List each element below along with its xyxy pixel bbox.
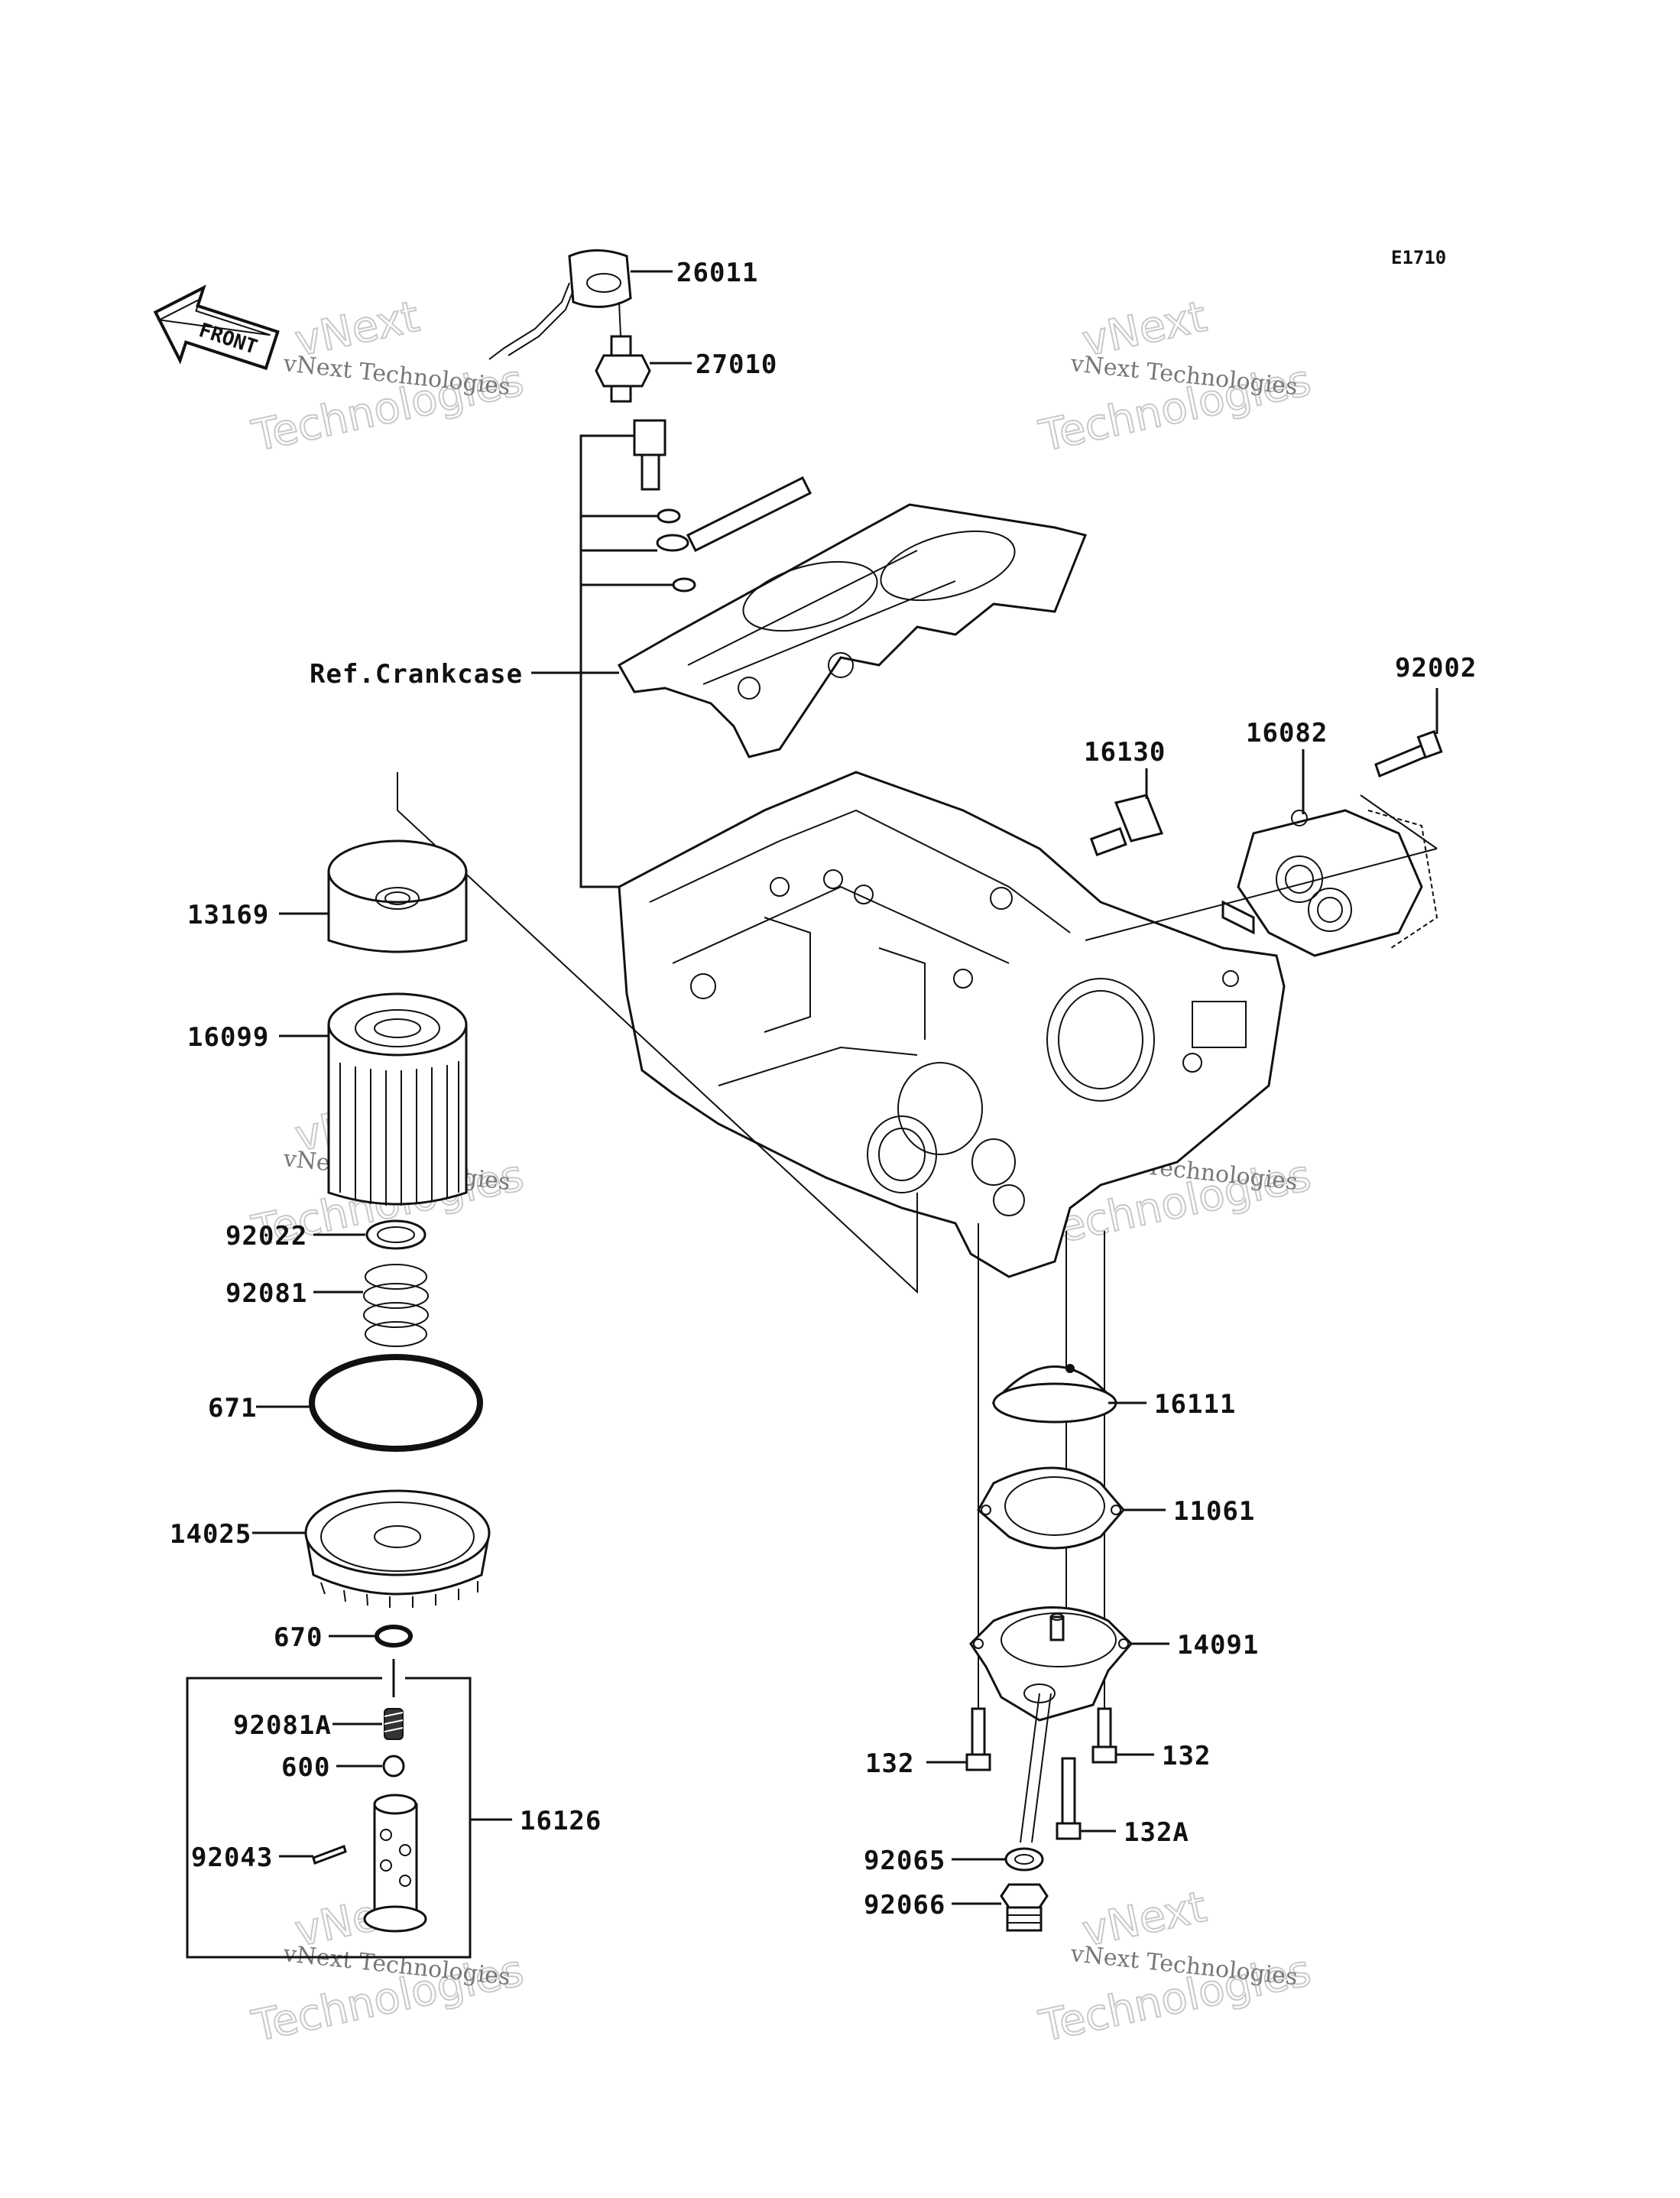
part-27010-pressure-switch bbox=[595, 301, 651, 403]
part-92043-pin bbox=[312, 1845, 347, 1865]
label-27010: 27010 bbox=[696, 349, 777, 380]
lower-crankcase bbox=[618, 771, 1286, 1278]
diagram-code: E1710 bbox=[1391, 247, 1446, 268]
part-670-o-ring bbox=[375, 1625, 413, 1648]
part-relief-valve-body bbox=[363, 1794, 427, 1933]
label-92002: 92002 bbox=[1395, 653, 1477, 683]
filter-axis-line bbox=[397, 772, 918, 1294]
label-92043: 92043 bbox=[191, 1842, 273, 1873]
part-132A-bolt bbox=[1056, 1757, 1082, 1840]
part-92066-drain-plug bbox=[1000, 1883, 1049, 1932]
label-16082: 16082 bbox=[1246, 718, 1328, 748]
label-132-left: 132 bbox=[865, 1748, 914, 1779]
label-92081: 92081 bbox=[225, 1278, 307, 1309]
label-92022: 92022 bbox=[225, 1221, 307, 1252]
label-92065: 92065 bbox=[864, 1846, 945, 1876]
label-670: 670 bbox=[274, 1622, 323, 1653]
part-11061-gasket bbox=[977, 1466, 1125, 1550]
part-92065-washer bbox=[1004, 1847, 1044, 1872]
label-92081A: 92081A bbox=[233, 1710, 332, 1741]
label-92066: 92066 bbox=[864, 1890, 945, 1920]
label-16126: 16126 bbox=[520, 1806, 602, 1836]
front-arrow-icon: FRONT bbox=[153, 284, 280, 371]
part-14091-cover bbox=[969, 1606, 1134, 1722]
oil-pipe-fittings bbox=[633, 419, 812, 593]
part-132-bolt-left bbox=[965, 1707, 991, 1771]
label-11061: 11061 bbox=[1173, 1496, 1255, 1527]
label-14091: 14091 bbox=[1177, 1630, 1259, 1661]
bracket-16126 bbox=[186, 1677, 472, 1959]
label-14025: 14025 bbox=[170, 1519, 251, 1550]
part-13169-filter-cover bbox=[327, 839, 468, 953]
label-13169: 13169 bbox=[187, 900, 269, 930]
label-16130: 16130 bbox=[1084, 737, 1166, 768]
bracket-ref-crankcase bbox=[579, 434, 634, 888]
ref-crankcase-label: Ref.Crankcase bbox=[310, 659, 523, 690]
part-671-o-ring bbox=[309, 1354, 483, 1452]
label-132A: 132A bbox=[1124, 1817, 1189, 1848]
label-16111: 16111 bbox=[1154, 1389, 1236, 1420]
part-16130-fitting bbox=[1089, 794, 1164, 857]
part-26011-sensor-cap bbox=[488, 249, 632, 360]
part-92022-washer bbox=[365, 1219, 426, 1250]
part-600-ball bbox=[382, 1755, 405, 1778]
part-132-bolt-right bbox=[1091, 1707, 1117, 1764]
label-600: 600 bbox=[281, 1752, 330, 1783]
part-92081-spring bbox=[363, 1264, 429, 1347]
label-26011: 26011 bbox=[676, 258, 758, 288]
part-92002-bolt bbox=[1374, 729, 1443, 778]
label-132-right: 132 bbox=[1162, 1741, 1211, 1771]
label-16099: 16099 bbox=[187, 1022, 269, 1053]
part-16099-oil-filter bbox=[327, 992, 468, 1206]
upper-crankcase-reference bbox=[617, 503, 1088, 758]
part-16111-strainer bbox=[991, 1364, 1118, 1424]
part-14025-cover bbox=[304, 1489, 491, 1608]
label-671: 671 bbox=[208, 1393, 257, 1424]
part-92081A-spring bbox=[384, 1708, 404, 1740]
part-16082-oil-pump bbox=[1221, 809, 1438, 957]
